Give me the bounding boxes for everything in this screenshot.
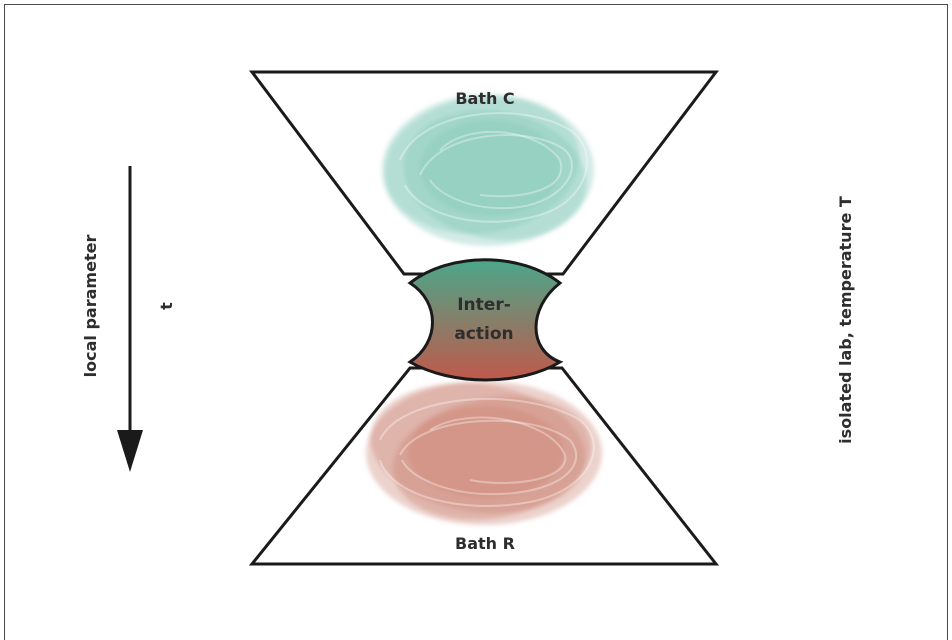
side-label: isolated lab, temperature T [836, 196, 855, 444]
axis-label: local parameter [81, 235, 100, 378]
bath-top-label: Bath C [455, 89, 514, 108]
bath-bottom-scribble [379, 398, 595, 507]
axis-symbol: t [157, 302, 176, 310]
interaction-label-line1: Inter- [457, 295, 511, 315]
interaction-label-line2: action [454, 324, 513, 344]
bath-top-scribble [399, 112, 588, 223]
interaction-lens [407, 258, 564, 382]
time-arrow [117, 166, 143, 472]
bath-bottom-cloud [366, 381, 602, 525]
bath-top-cloud [382, 94, 594, 246]
bath-bottom-label: Bath R [455, 534, 515, 553]
